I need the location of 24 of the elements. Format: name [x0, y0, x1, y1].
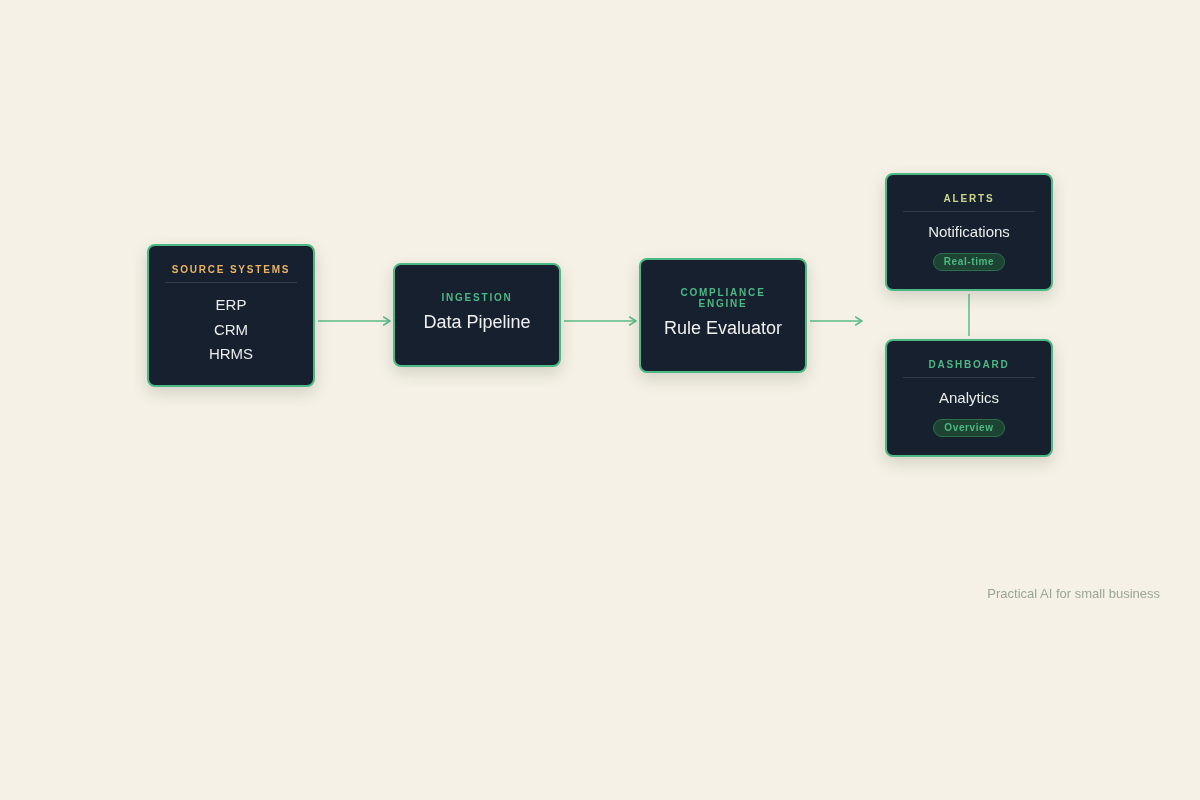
card-title: Analytics	[939, 388, 999, 408]
card-title: Data Pipeline	[423, 311, 531, 333]
tagline-text: Practical AI for small business	[987, 586, 1160, 602]
process-card	[885, 339, 1053, 457]
status-pill: Real-time	[932, 253, 1006, 271]
card-heading: ALERTS	[943, 193, 995, 204]
process-card	[147, 244, 315, 387]
process-card	[639, 258, 807, 373]
status-pill: Overview	[933, 419, 1005, 437]
arrow	[809, 316, 863, 326]
card-title: Rule Evaluator	[663, 317, 783, 339]
process-card	[885, 173, 1053, 291]
card-heading: DASHBOARD	[928, 359, 1010, 370]
item-text: ERP	[215, 295, 247, 316]
item-text: CRM	[213, 319, 249, 340]
process-card	[393, 263, 561, 367]
card-heading: COMPLIANCE ENGINE	[679, 287, 767, 309]
card-title: Notifications	[928, 222, 1010, 242]
card-heading: INGESTION	[441, 292, 513, 303]
item-text: HRMS	[208, 344, 254, 365]
card-heading: SOURCE SYSTEMS	[171, 264, 291, 276]
arrow	[563, 316, 637, 326]
arrow	[317, 316, 391, 326]
connector-line	[968, 293, 970, 337]
